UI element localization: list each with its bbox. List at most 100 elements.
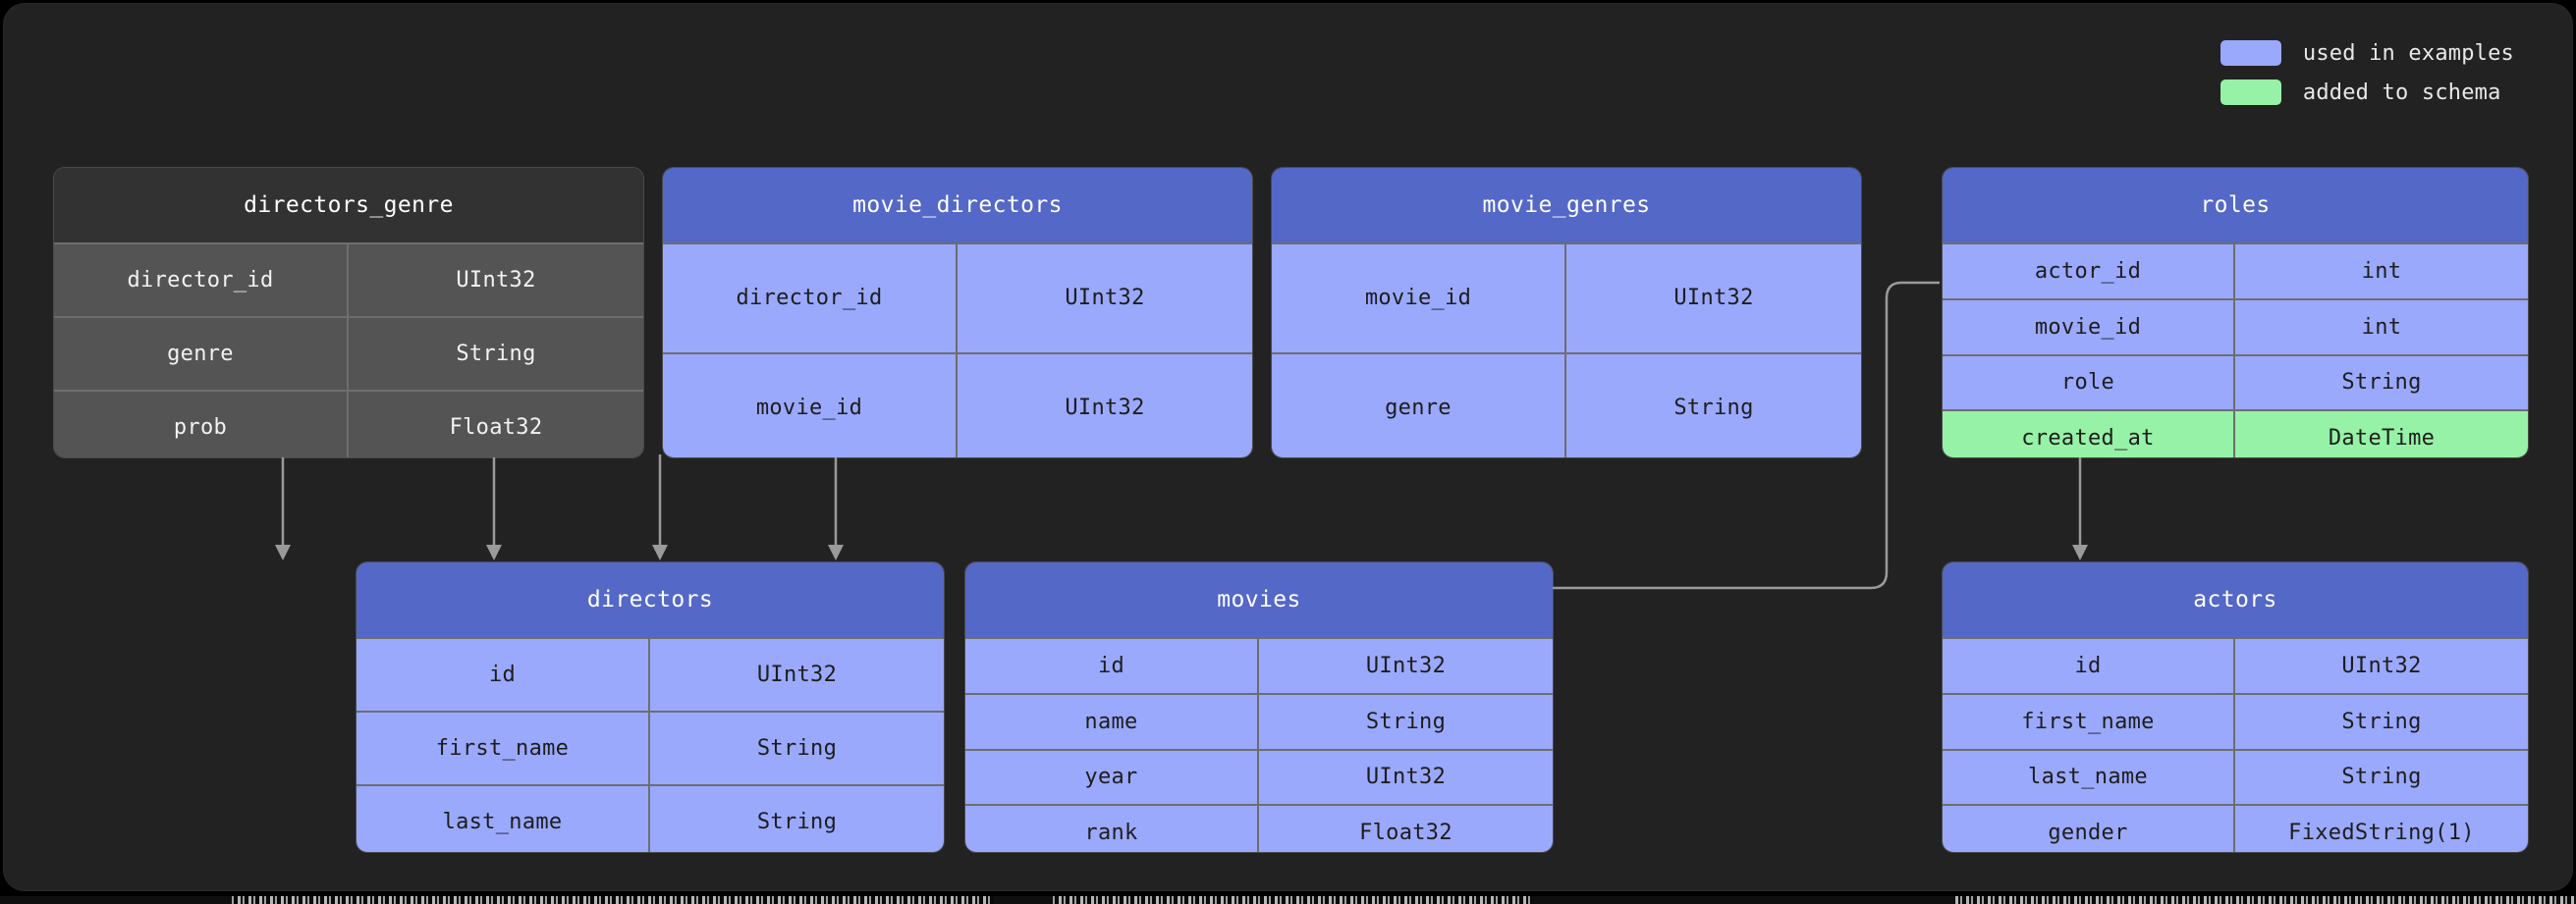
- column-type-cell: UInt32: [1259, 750, 1553, 805]
- column-type-cell: Float32: [1259, 806, 1553, 852]
- column-name-cell: id: [356, 639, 650, 711]
- column-type-cell: String: [349, 318, 643, 390]
- column-type-cell: UInt32: [650, 639, 944, 711]
- column-type-cell: DateTime: [2235, 411, 2528, 457]
- legend: used in examples added to schema: [2220, 40, 2514, 105]
- table-title-movies: movies: [965, 562, 1553, 637]
- table-title-movie_genres: movie_genres: [1272, 168, 1861, 242]
- link-movie_genres-to-movies: [828, 454, 844, 560]
- column-name-cell: year: [965, 750, 1259, 805]
- column-name-cell: prob: [54, 392, 349, 457]
- column-type-cell: UInt32: [2235, 639, 2528, 693]
- column-type-cell: UInt32: [958, 244, 1252, 352]
- column-name-cell: role: [1943, 355, 2235, 410]
- column-name-cell: movie_id: [1943, 299, 2235, 354]
- column-name-cell: gender: [1943, 806, 2235, 852]
- column-name-cell: id: [965, 639, 1259, 693]
- legend-label-used-in-examples: used in examples: [2302, 40, 2514, 66]
- column-type-cell: String: [650, 786, 944, 852]
- link-movie_directors-to-directors: [486, 454, 502, 560]
- column-name-cell: first_name: [1943, 694, 2235, 749]
- link-movie_directors-to-movies: [652, 454, 668, 560]
- column-name-cell: genre: [1272, 353, 1566, 457]
- table-title-directors_genre: directors_genre: [54, 168, 643, 242]
- column-type-cell: String: [2235, 694, 2528, 749]
- column-name-cell: director_id: [663, 244, 958, 352]
- column-type-cell: String: [2235, 750, 2528, 805]
- column-type-cell: String: [1259, 694, 1553, 749]
- bottom-cutoff-strip: [0, 896, 2576, 904]
- column-type-cell: UInt32: [349, 244, 643, 316]
- column-type-cell: Float32: [349, 392, 643, 457]
- color-swatch-blue-icon: [2220, 40, 2281, 66]
- column-name-cell: first_name: [356, 713, 650, 784]
- column-name-cell: id: [1943, 639, 2235, 693]
- column-name-cell: rank: [965, 806, 1259, 852]
- column-name-cell: movie_id: [1272, 244, 1566, 352]
- column-type-cell: String: [1566, 353, 1861, 457]
- column-type-cell: UInt32: [1259, 639, 1553, 693]
- column-type-cell: FixedString(1): [2235, 806, 2528, 852]
- diagram-canvas: used in examples added to schema directo…: [3, 3, 2573, 891]
- column-name-cell: genre: [54, 318, 349, 390]
- legend-item-added-to-schema: added to schema: [2220, 80, 2514, 105]
- column-type-cell: UInt32: [958, 353, 1252, 457]
- link-roles-to-actors: [2072, 457, 2088, 560]
- column-type-cell: int: [2235, 244, 2528, 298]
- table-title-roles: roles: [1943, 168, 2528, 242]
- column-type-cell: int: [2235, 299, 2528, 354]
- column-type-cell: String: [650, 713, 944, 784]
- column-name-cell: director_id: [54, 244, 349, 316]
- column-name-cell: name: [965, 694, 1259, 749]
- column-name-cell: movie_id: [663, 353, 958, 457]
- column-type-cell: String: [2235, 355, 2528, 410]
- table-title-movie_directors: movie_directors: [663, 168, 1252, 242]
- table-title-directors: directors: [356, 562, 944, 637]
- column-name-cell: last_name: [356, 786, 650, 852]
- legend-item-used-in-examples: used in examples: [2220, 40, 2514, 66]
- color-swatch-green-icon: [2220, 80, 2281, 105]
- column-type-cell: UInt32: [1566, 244, 1861, 352]
- link-directors_genre-to-directors: [275, 454, 291, 560]
- column-name-cell: created_at: [1943, 411, 2235, 457]
- column-name-cell: actor_id: [1943, 244, 2235, 298]
- table-title-actors: actors: [1943, 562, 2528, 637]
- legend-label-added-to-schema: added to schema: [2302, 80, 2501, 105]
